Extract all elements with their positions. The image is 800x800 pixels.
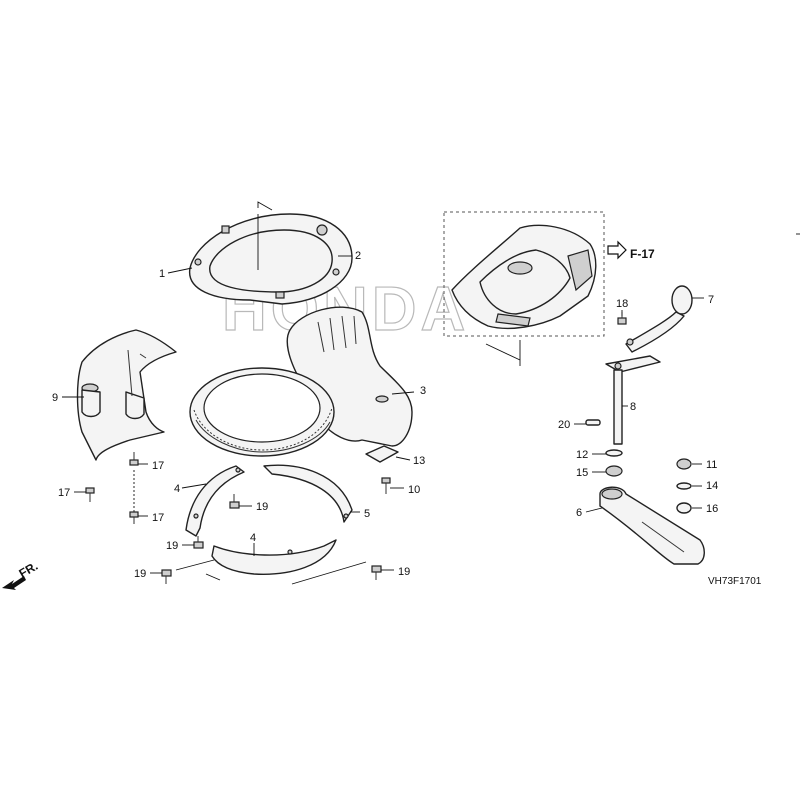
callout-label: 5 (364, 508, 370, 520)
callout-label: 19 (166, 540, 178, 552)
front-label: FR. (17, 559, 41, 581)
bolt-19-c (161, 569, 172, 584)
callout-label: 1 (159, 268, 165, 280)
bolt-17-c (129, 470, 139, 524)
reference-box (443, 211, 605, 337)
callout-label: 13 (413, 455, 425, 467)
callout-16: 16 (692, 503, 718, 515)
callout-17-c: 17 (138, 512, 164, 524)
callout-label: 7 (708, 294, 714, 306)
bolt-19-d (371, 565, 382, 580)
callout-9: 9 (52, 392, 84, 404)
callout-label: 17 (152, 460, 164, 472)
callout-label: 3 (420, 385, 426, 397)
callout-14: 14 (692, 480, 718, 492)
callout-8: 8 (622, 401, 636, 413)
top-ring-plate (189, 213, 353, 305)
front-arrow-icon (2, 576, 26, 590)
bracket-6 (599, 486, 705, 565)
bolt-19-b (193, 536, 204, 549)
callout-10: 10 (390, 484, 420, 496)
right-arc-guard (263, 464, 353, 523)
callout-label: 11 (706, 459, 717, 471)
callout-label: 15 (576, 467, 588, 479)
callout-13: 13 (395, 455, 425, 467)
callout-label: 17 (152, 512, 164, 524)
lever-7 (625, 285, 693, 353)
plate-leader-top (257, 201, 273, 211)
callout-label: 16 (706, 503, 718, 515)
callout-label: 20 (558, 419, 570, 431)
arrow-right-icon (607, 240, 627, 260)
callout-label: 19 (134, 568, 146, 580)
callout-5: 5 (350, 508, 370, 520)
left-arc-guard (185, 465, 245, 537)
callout-label: 4 (250, 532, 256, 544)
callout-12: 12 (576, 449, 606, 461)
mower-deck-reference (443, 211, 605, 366)
callout-2: 2 (338, 250, 361, 262)
blade-housing (189, 306, 413, 463)
reference-link-label[interactable]: F-17 (630, 247, 655, 261)
callout-label: 17 (58, 487, 70, 499)
callout-3: 3 (391, 385, 426, 397)
callout-label: 19 (398, 566, 410, 578)
drawing-code: VH73F1701 (708, 576, 762, 587)
callout-4-a: 4 (174, 483, 207, 495)
bolt-17-a (129, 452, 139, 466)
callout-17-a: 17 (138, 460, 164, 472)
callout-6: 6 (576, 507, 603, 519)
callout-18: 18 (616, 298, 628, 316)
reference-link[interactable]: F-17 (607, 240, 655, 261)
callout-label: 12 (576, 449, 588, 461)
callout-4-b: 4 (250, 532, 256, 556)
callout-17-b: 17 (58, 487, 86, 499)
callout-15: 15 (576, 467, 606, 479)
callout-label: 8 (630, 401, 636, 413)
callout-label: 19 (256, 501, 268, 513)
callout-19-d: 19 (291, 561, 410, 585)
washer-12 (605, 449, 623, 457)
callout-19-c: 19 (134, 559, 215, 580)
front-indicator: FR. (2, 559, 40, 590)
washer-14 (676, 482, 692, 490)
callout-label: 2 (355, 250, 361, 262)
washer-15 (605, 465, 623, 477)
callout-11: 11 (692, 459, 717, 471)
callout-label: 14 (706, 480, 718, 492)
collar-16 (676, 502, 692, 514)
callout-19-a: 19 (239, 501, 268, 513)
bolt-17-b (85, 487, 95, 502)
side-deflector (76, 329, 177, 461)
callout-19-b: 19 (166, 540, 194, 552)
bottom-arc-guard (205, 539, 337, 581)
callout-7: 7 (692, 294, 714, 306)
pin-20 (585, 419, 601, 426)
callout-20: 20 (558, 419, 586, 431)
bolt-10 (381, 477, 391, 494)
callout-label: 10 (408, 484, 420, 496)
callout-label: 18 (616, 298, 628, 310)
callout-label: 9 (52, 392, 58, 404)
nut-11 (676, 458, 692, 470)
callout-1: 1 (159, 267, 193, 280)
callout-label: 4 (174, 483, 180, 495)
shaft-8 (605, 355, 661, 445)
bolt-19-a (229, 494, 240, 509)
callout-label: 6 (576, 507, 582, 519)
